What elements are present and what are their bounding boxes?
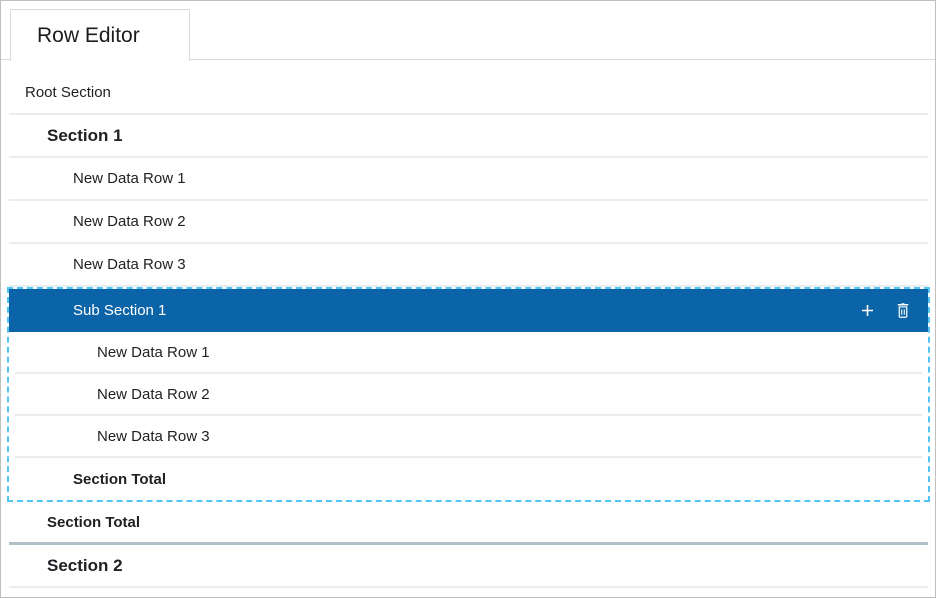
row-label: New Data Row 3 (73, 256, 186, 273)
row-subsection-total[interactable]: Section Total (15, 458, 922, 500)
tab-row-editor-label: Row Editor (37, 23, 140, 47)
row-subsection-data-2[interactable]: New Data Row 2 (15, 374, 922, 416)
row-subsection-data-1[interactable]: New Data Row 1 (15, 332, 922, 374)
row-section-2-label: Section 2 (47, 555, 123, 575)
row-label: New Data Row 1 (97, 343, 210, 361)
sub-section-1-selection: Sub Section 1 (7, 287, 930, 502)
row-subsection-data-3[interactable]: New Data Row 3 (15, 416, 922, 458)
row-list: Root Section Section 1 New Data Row 1 Ne… (1, 60, 935, 588)
row-section-2[interactable]: Section 2 (9, 545, 928, 588)
row-label: Section Total (73, 470, 167, 488)
row-sub-section-1-selected[interactable]: Sub Section 1 (9, 289, 928, 332)
row-section1-data-1[interactable]: New Data Row 1 (9, 158, 928, 201)
add-row-button[interactable] (856, 300, 878, 322)
row-section1-data-3[interactable]: New Data Row 3 (9, 244, 928, 287)
delete-row-button[interactable] (892, 300, 914, 322)
row-root-section[interactable]: Root Section (9, 72, 928, 115)
row-label: New Data Row 2 (97, 385, 210, 403)
row-label: New Data Row 3 (97, 427, 210, 445)
row-section1-total[interactable]: Section Total (9, 502, 928, 545)
row-label: New Data Row 1 (73, 170, 186, 187)
row-section1-data-2[interactable]: New Data Row 2 (9, 201, 928, 244)
tab-bar-divider (1, 59, 935, 60)
tab-bar: Row Editor (1, 1, 935, 61)
sub-section-actions (856, 300, 914, 322)
row-root-section-label: Root Section (25, 84, 111, 101)
trash-icon (897, 302, 909, 318)
row-section-1[interactable]: Section 1 (9, 115, 928, 158)
tab-row-editor[interactable]: Row Editor (10, 9, 190, 61)
plus-icon (861, 304, 873, 317)
row-label: Section Total (47, 513, 141, 531)
row-section-1-label: Section 1 (47, 125, 123, 145)
row-sub-section-1-label: Sub Section 1 (73, 302, 167, 319)
row-label: New Data Row 2 (73, 213, 186, 230)
